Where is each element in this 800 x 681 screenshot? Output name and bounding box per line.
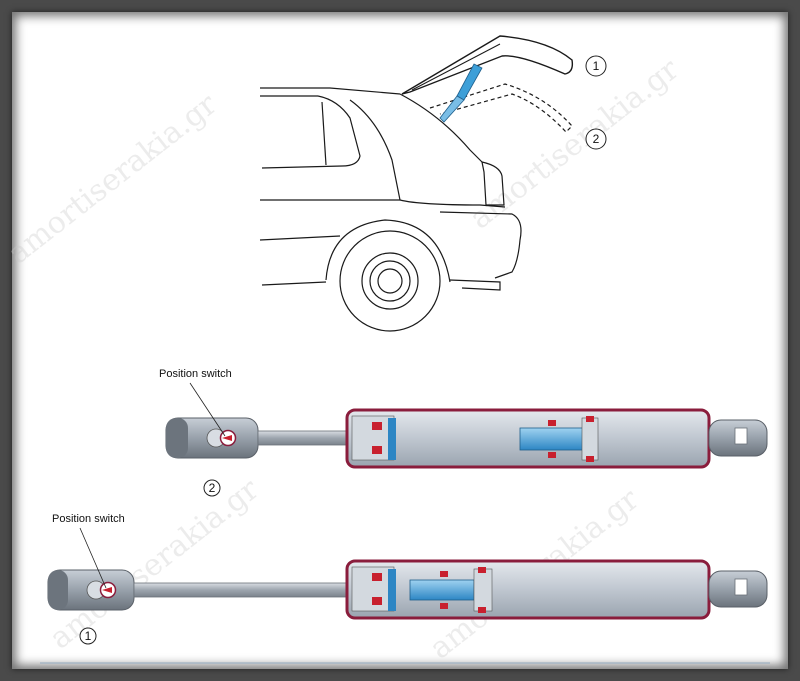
car-roof-line bbox=[260, 87, 401, 95]
watermark-text: amortiserakia.gr bbox=[43, 472, 266, 657]
callout-number: 2 bbox=[593, 132, 600, 146]
tailgate-position-2 bbox=[429, 83, 573, 133]
gas-spring-position-2 bbox=[165, 408, 768, 469]
callout-2-car: 2 bbox=[585, 128, 607, 150]
watermark-text: amortiserakia.gr bbox=[463, 52, 686, 237]
callout-1-car: 1 bbox=[585, 55, 607, 77]
car-rear-bumper bbox=[439, 211, 522, 279]
car-illustration bbox=[259, 35, 574, 332]
gas-spring-position-1 bbox=[47, 559, 768, 620]
car-wheel-arch bbox=[325, 219, 451, 283]
position-switch-label: Position switch bbox=[52, 513, 125, 525]
callout-number: 2 bbox=[209, 481, 216, 495]
tailgate-open-position-1 bbox=[401, 35, 574, 95]
leader-line bbox=[79, 527, 107, 589]
position-switch-icon bbox=[99, 581, 117, 599]
gas-strut-on-car bbox=[439, 63, 483, 123]
leader-line bbox=[189, 382, 226, 437]
callout-1-strut: 1 bbox=[79, 627, 97, 645]
car-tail-light bbox=[481, 161, 505, 206]
callout-number: 1 bbox=[85, 629, 92, 643]
car-wheel bbox=[339, 230, 441, 332]
cylinder-housing bbox=[345, 559, 711, 620]
position-switch-label: Position switch bbox=[159, 368, 232, 380]
callout-2-strut: 2 bbox=[203, 479, 221, 497]
callout-number: 1 bbox=[593, 59, 600, 73]
car-rear-window bbox=[261, 95, 361, 169]
watermark-text: amortiserakia.gr bbox=[1, 87, 224, 272]
